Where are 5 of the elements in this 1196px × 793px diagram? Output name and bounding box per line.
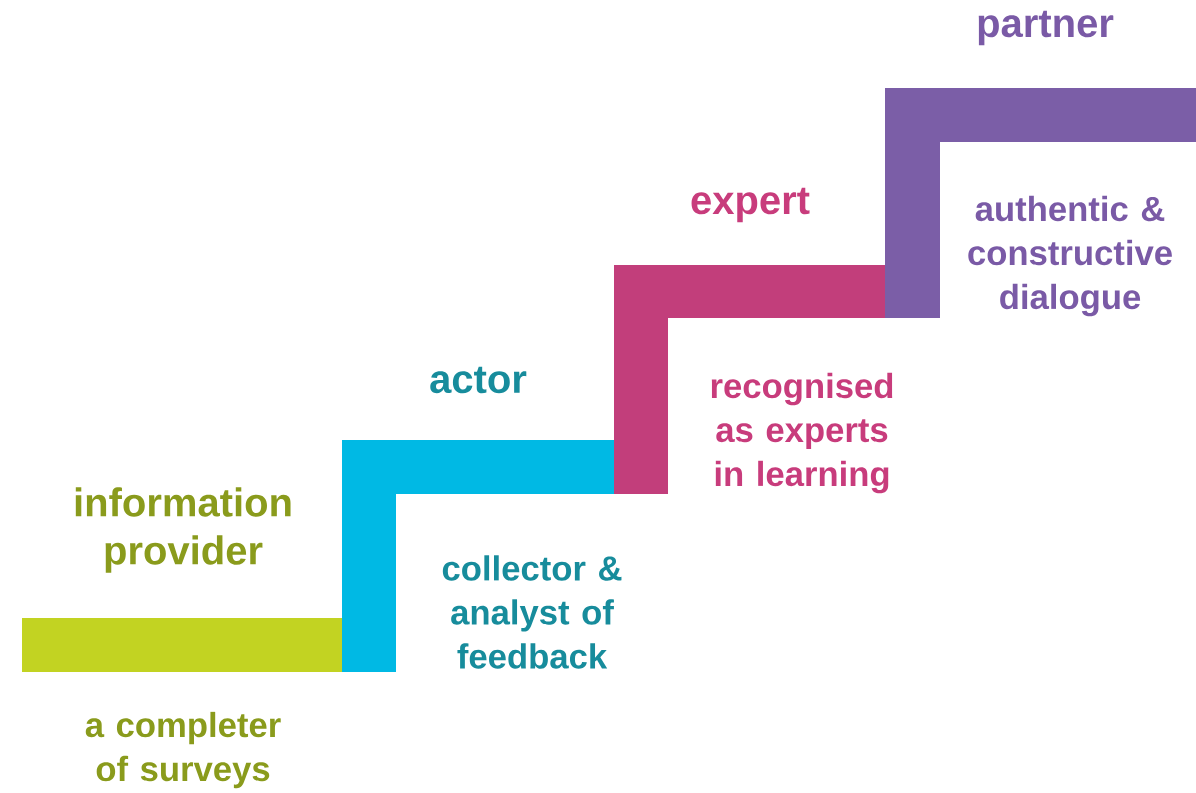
node-label: a completer of surveys (85, 711, 281, 789)
node-label: actor (430, 366, 527, 394)
node-label: information provider (75, 487, 291, 573)
node-label: expert (691, 187, 810, 223)
node-label: partner (978, 10, 1114, 46)
